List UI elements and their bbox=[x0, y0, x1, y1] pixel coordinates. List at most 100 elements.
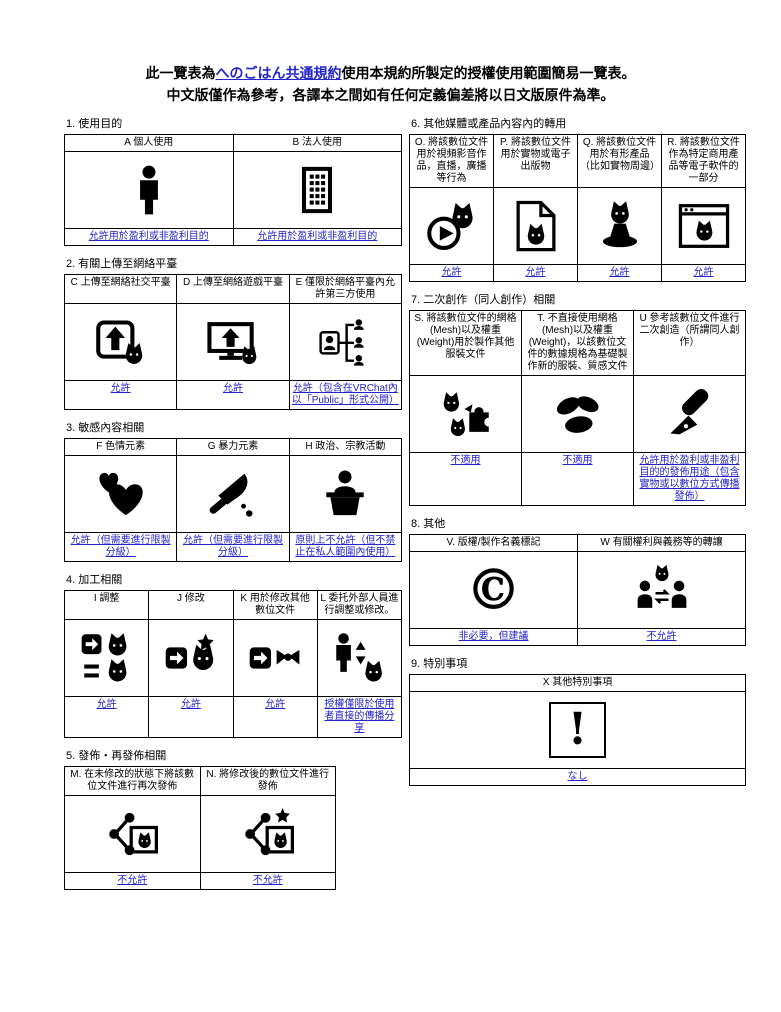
cell-result: 允許用於盈利或非盈利目的的發佈用途（包含實物或以數位方式傳播發佈） bbox=[633, 452, 746, 506]
cell-header: S. 將該數位文件的網格(Mesh)以及權重(Weight)用於製作其他服裝文件 bbox=[409, 310, 522, 376]
window-cat-icon bbox=[678, 200, 730, 252]
section-table: S. 將該數位文件的網格(Mesh)以及權重(Weight)用於製作其他服裝文件… bbox=[409, 310, 746, 506]
license-link[interactable]: へのごはん共通規約 bbox=[215, 65, 342, 81]
cell-header: V. 版權/製作名義標記 bbox=[409, 534, 578, 552]
figurine-cat-icon bbox=[594, 200, 646, 252]
upload-box-cat-icon bbox=[95, 316, 147, 368]
cell-result: 允許用於盈利或非盈利目的 bbox=[64, 228, 234, 246]
icon-cell bbox=[63, 303, 178, 381]
section-title: 2. 有關上傳至網絡平臺 bbox=[66, 258, 178, 270]
icon-cell bbox=[288, 455, 403, 533]
section-7: 7. 二次創作（同人創作）相關 S. 將該數位文件的網格(Mesh)以及權重(We… bbox=[409, 294, 746, 506]
cell-header: G 暴力元素 bbox=[176, 438, 290, 456]
cell-header: J 修改 bbox=[148, 590, 234, 620]
network-share-icon bbox=[319, 316, 371, 368]
section-title: 8. 其他 bbox=[411, 518, 446, 530]
cell-result: 不適用 bbox=[409, 452, 522, 506]
cell-result: 不允許 bbox=[199, 872, 336, 890]
cell-header: P. 將該數位文件用於實物或電子出版物 bbox=[493, 134, 578, 188]
section-title: 7. 二次創作（同人創作）相關 bbox=[411, 294, 556, 306]
cell-header: I 調整 bbox=[63, 590, 150, 620]
cell-header: X 其他特別事項 bbox=[409, 674, 746, 692]
section-title: 3. 敏感內容相關 bbox=[66, 422, 145, 434]
mesh-cat-icon bbox=[440, 388, 492, 440]
cell-header: T. 不直接使用網格(Mesh)以及權重(Weight)，以該數位文件的數據規格… bbox=[521, 310, 634, 376]
cell-result: 允許 bbox=[577, 264, 662, 282]
cell-result: 允許（包含在VRChat內以「Public」形式公開） bbox=[288, 380, 403, 410]
cell-result: 允許 bbox=[176, 380, 290, 410]
cell-header: L 委托外部人員進行調整或修改。 bbox=[316, 590, 403, 620]
cell-result: 不允許 bbox=[64, 872, 201, 890]
document-cat-icon bbox=[510, 200, 562, 252]
cell-result: なし bbox=[409, 768, 746, 786]
section-title: 9. 特別事項 bbox=[411, 658, 468, 670]
cell-header: F 色情元素 bbox=[63, 438, 178, 456]
icon-cell bbox=[232, 151, 402, 229]
cell-result: 允許 bbox=[148, 696, 234, 738]
cell-header: N. 將修改後的數位文件進行發佈 bbox=[199, 766, 336, 796]
right-column: 6. 其他媒體或產品內容內的轉用 O. 將該數位文件用於視頻影音作品，直播，廣播等… bbox=[409, 118, 746, 798]
title-text-pre: 此一覽表為 bbox=[145, 65, 216, 81]
icon-cell bbox=[633, 375, 746, 453]
pen-icon bbox=[664, 388, 716, 440]
icon-cell bbox=[63, 619, 150, 697]
cell-header: W 有關權利與義務等的轉讓 bbox=[577, 534, 746, 552]
share-box-cat-mod-icon bbox=[242, 808, 294, 860]
cell-result: 非必要，但建議 bbox=[409, 628, 578, 646]
cell-result: 允許 bbox=[63, 696, 150, 738]
person-icon bbox=[123, 164, 175, 216]
cell-header: D 上傳至網絡遊戲平臺 bbox=[176, 274, 290, 304]
title-line1: 此一覽表為へのごはん共通規約使用本規約所製定的授權使用範圍簡易一覽表。 bbox=[0, 62, 781, 84]
icon-cell bbox=[409, 375, 522, 453]
cloth-icon bbox=[552, 388, 604, 440]
cell-header: U 參考該數位文件進行二次創造（所謂同人創作） bbox=[633, 310, 746, 376]
adjust-icon bbox=[81, 632, 133, 684]
page-title: 此一覽表為へのごはん共通規約使用本規約所製定的授權使用範圍簡易一覽表。 中文版僅… bbox=[0, 62, 781, 106]
title-text-post: 使用本規約所製定的授權使用範圍簡易一覽表。 bbox=[341, 65, 636, 81]
icon-cell bbox=[232, 619, 318, 697]
icon-cell: ! bbox=[409, 691, 746, 769]
icon-cell bbox=[577, 551, 746, 629]
building-icon bbox=[291, 164, 343, 216]
cell-header: E 僅限於網絡平臺內允許第三方使用 bbox=[288, 274, 403, 304]
cell-header: H 政治、宗教活動 bbox=[288, 438, 403, 456]
section-title: 5. 發佈・再發佈相關 bbox=[66, 750, 167, 762]
section-title: 6. 其他媒體或產品內容內的轉用 bbox=[411, 118, 567, 130]
cell-header: O. 將該數位文件用於視頻影音作品，直播，廣播等行為 bbox=[409, 134, 494, 188]
cell-header: M. 在未修改的狀態下將該數位文件進行再次發佈 bbox=[64, 766, 201, 796]
cell-result: 允許 bbox=[409, 264, 494, 282]
modify-other-icon bbox=[249, 632, 301, 684]
cell-result: 允許（但需要進行限製分級） bbox=[176, 532, 290, 562]
outsource-icon bbox=[333, 632, 385, 684]
cell-result: 允許（但需要進行限製分級） bbox=[63, 532, 178, 562]
icon-cell: © bbox=[409, 551, 578, 629]
icon-cell bbox=[64, 151, 234, 229]
cell-result: 允許 bbox=[661, 264, 746, 282]
transfer-icon bbox=[636, 564, 688, 616]
cell-result: 原則上不允許（但不禁止在私人範圍內使用） bbox=[288, 532, 403, 562]
cell-header: C 上傳至網絡社交平臺 bbox=[63, 274, 178, 304]
cell-header: R. 將該數位文件作為特定商用產品等電子軟件的一部分 bbox=[661, 134, 746, 188]
icon-cell bbox=[63, 455, 178, 533]
icon-cell bbox=[176, 303, 290, 381]
copyright-icon: © bbox=[465, 557, 522, 623]
cell-result: 允許 bbox=[493, 264, 578, 282]
cell-result: 授權僅限於使用者直接的傳播分享 bbox=[316, 696, 403, 738]
video-cat-icon bbox=[426, 200, 478, 252]
share-box-cat-icon bbox=[106, 808, 158, 860]
cell-result: 不允許 bbox=[577, 628, 746, 646]
icon-cell bbox=[64, 795, 201, 873]
knife-icon bbox=[207, 468, 259, 520]
section-table: X 其他特別事項!なし bbox=[409, 674, 746, 786]
icon-cell bbox=[521, 375, 634, 453]
